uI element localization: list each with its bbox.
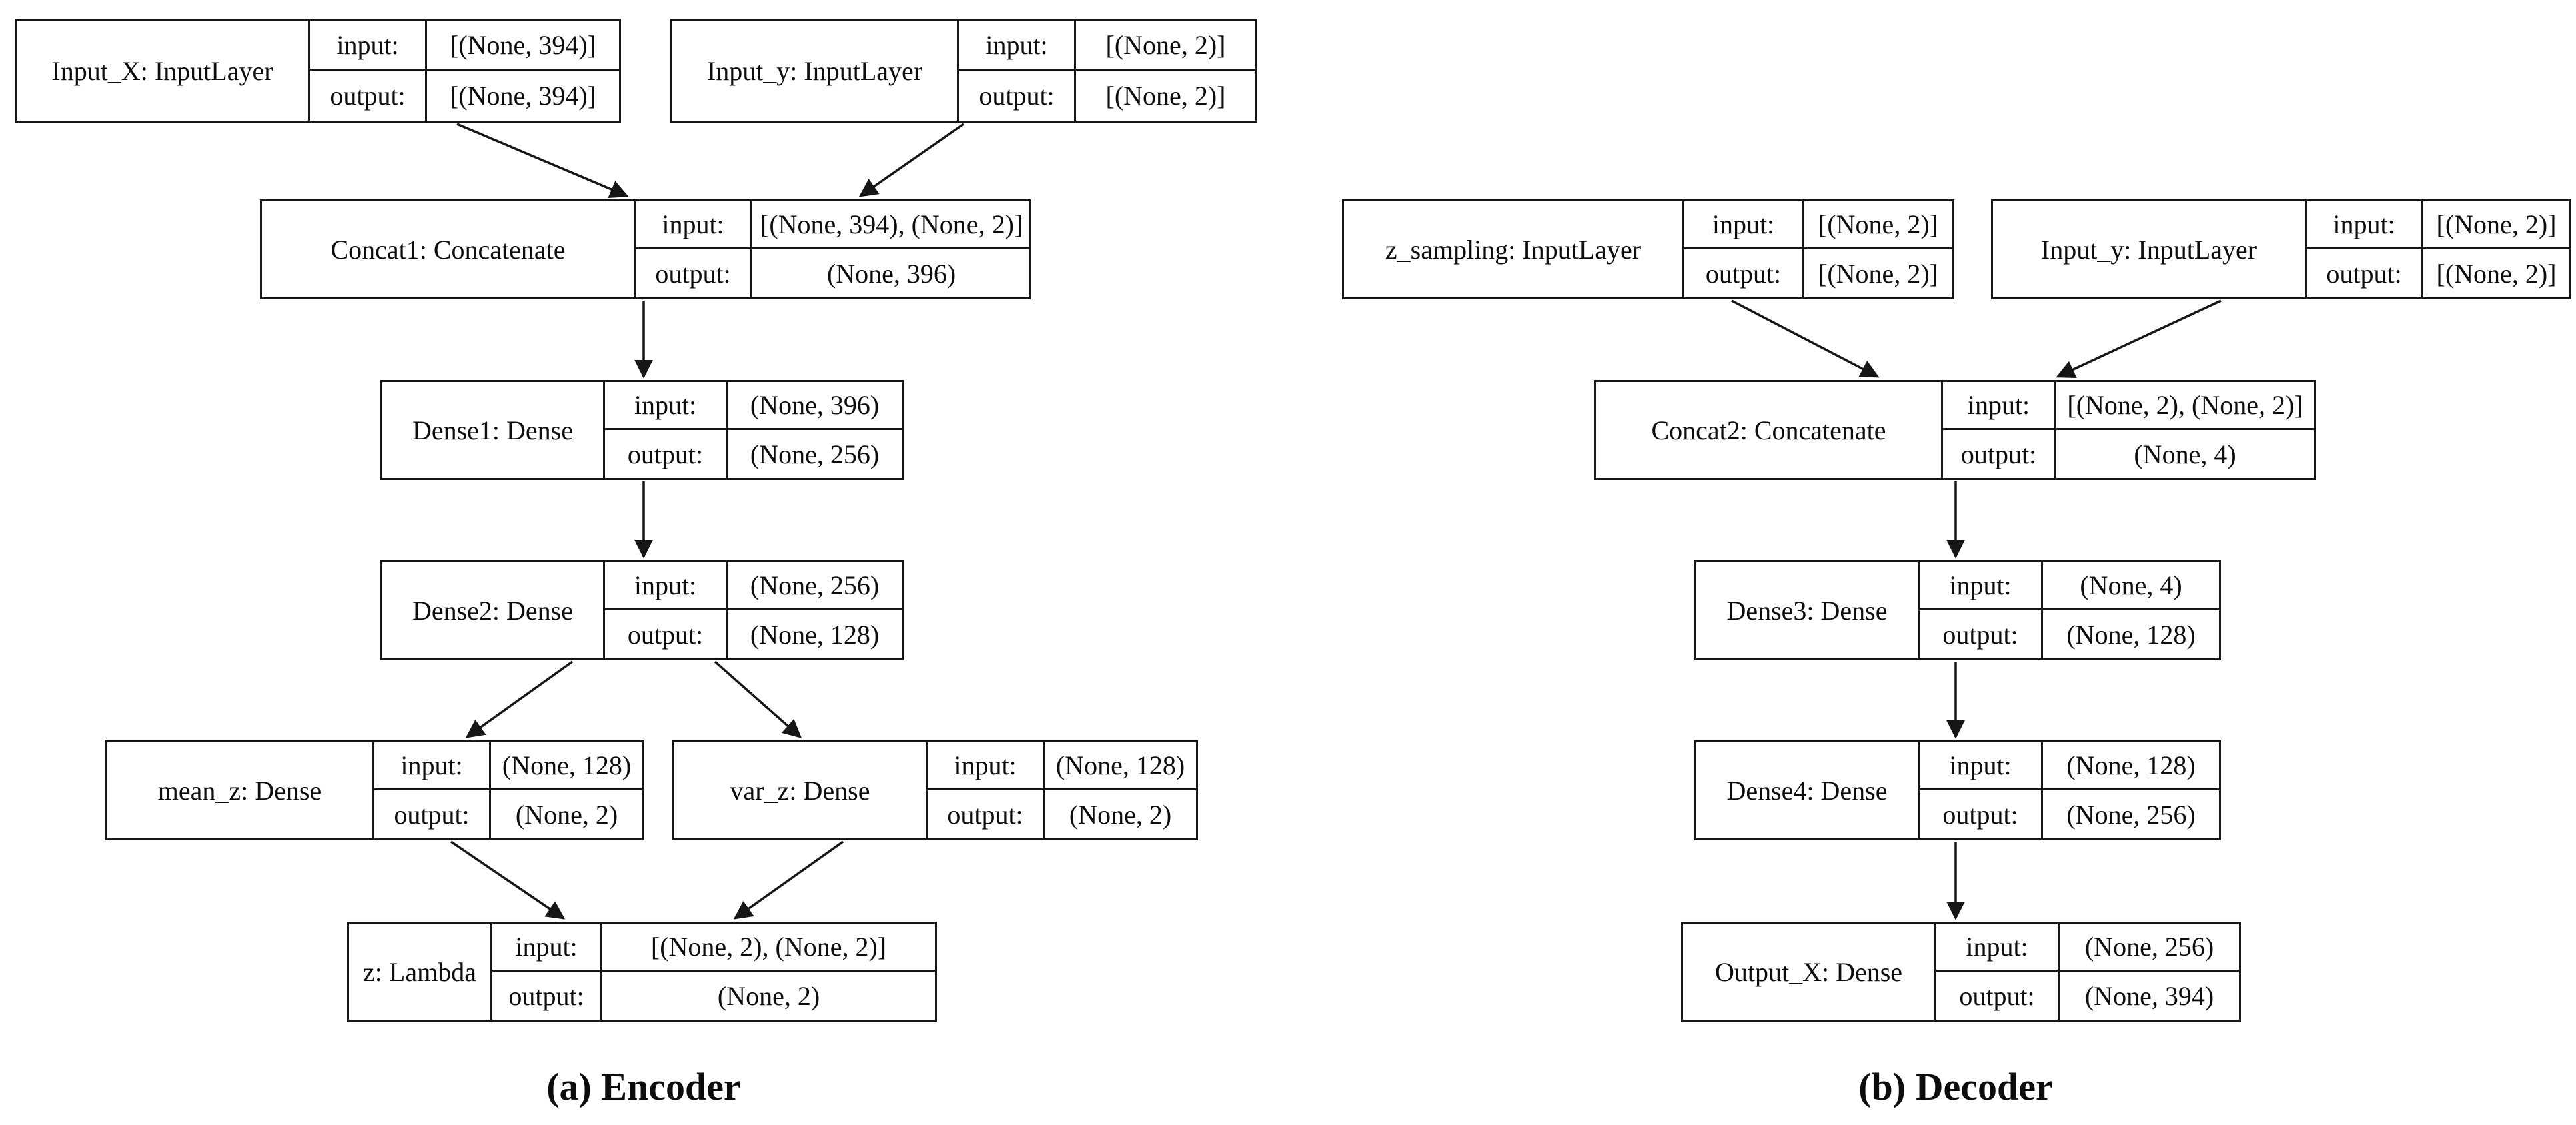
input-label: input: [928,742,1045,790]
input-shape: [(None, 2), (None, 2)] [2056,382,2314,430]
output-shape: [(None, 2)] [1818,258,1938,289]
output-label: output: [605,610,728,658]
output-label: output: [1943,430,2056,478]
layer-name: Dense4: Dense [1696,742,1920,838]
output-label: output: [1920,790,2043,838]
edge-inputy-concat1 [858,123,965,197]
input-label: input: [605,382,728,430]
output-label: output: [928,790,1045,838]
input-label: input: [1920,562,2043,610]
edge-inputx-concat1 [456,123,629,199]
layer-node-input-y-decoder: Input_y: InputLayer input: [(None, 2)] o… [1991,199,2571,299]
input-label: input: [374,742,491,790]
edge-zsampling-concat2 [1731,299,1880,378]
layer-name: z: Lambda [349,924,492,1020]
layer-node-input-y: Input_y: InputLayer input: [(None, 2)] o… [670,19,1257,123]
input-shape: [(None, 2)] [1804,201,1952,249]
layer-node-output-x: Output_X: Dense input: (None, 256) outpu… [1681,922,2241,1022]
input-shape: [(None, 394), (None, 2)] [752,201,1031,249]
output-label: output: [1684,249,1804,297]
input-shape: (None, 128) [491,742,642,790]
layer-name: Input_y: InputLayer [1993,201,2307,297]
output-shape: (None, 394) [2084,980,2214,1011]
layer-node-input-x: Input_X: InputLayer input: [(None, 394)]… [15,19,621,123]
output-shape: (None, 128) [2066,619,2196,650]
output-shape: [(None, 2)] [2436,258,2557,289]
input-label: input: [1920,742,2043,790]
layer-node-z-sampling: z_sampling: InputLayer input: [(None, 2)… [1342,199,1954,299]
input-label: input: [605,562,728,610]
output-shape: (None, 256) [2066,799,2196,830]
input-label: input: [959,21,1076,71]
encoder-caption: (a) Encoder [546,1065,741,1108]
edge-meanz-z [450,840,566,920]
input-label: input: [310,21,427,71]
output-shape: (None, 256) [750,439,880,469]
output-label: output: [2307,249,2423,297]
layer-name: Concat2: Concatenate [1596,382,1943,478]
output-label: output: [310,71,427,121]
output-shape: (None, 2) [1069,799,1172,830]
layer-node-dense3: Dense3: Dense input: (None, 4) output: (… [1694,560,2221,660]
output-label: output: [492,972,602,1020]
input-shape: (None, 256) [728,562,902,610]
input-shape: (None, 128) [2043,742,2219,790]
layer-node-concat2: Concat2: Concatenate input: [(None, 2), … [1594,380,2316,480]
edge-varz-z [733,840,844,920]
layer-name: Input_X: InputLayer [17,21,310,121]
input-shape: (None, 128) [1045,742,1196,790]
output-shape: (None, 128) [750,619,880,650]
layer-name: Dense1: Dense [382,382,605,478]
output-label: output: [605,430,728,478]
input-label: input: [492,924,602,972]
input-label: input: [2307,201,2423,249]
layer-name: z_sampling: InputLayer [1344,201,1684,297]
output-label: output: [1936,972,2060,1020]
output-label: output: [636,249,752,297]
layer-node-concat1: Concat1: Concatenate input: [(None, 394)… [260,199,1031,299]
layer-name: var_z: Dense [674,742,928,838]
input-shape: (None, 396) [728,382,902,430]
output-shape: [(None, 2)] [1105,81,1226,111]
layer-name: Input_y: InputLayer [672,21,959,121]
input-shape: [(None, 394)] [427,21,619,71]
edge-inputy2-concat2 [2056,299,2222,379]
input-shape: (None, 256) [2060,924,2239,972]
edge-dense2-meanz [465,660,574,738]
decoder-caption: (b) Decoder [1858,1065,2053,1108]
layer-node-dense4: Dense4: Dense input: (None, 128) output:… [1694,740,2221,840]
layer-node-z-lambda: z: Lambda input: [(None, 2), (None, 2)] … [347,922,937,1022]
layer-name: Output_X: Dense [1683,924,1936,1020]
output-shape: (None, 4) [2134,439,2236,469]
output-label: output: [374,790,491,838]
layer-name: Dense2: Dense [382,562,605,658]
output-shape: [(None, 394)] [450,81,596,111]
input-label: input: [1936,924,2060,972]
input-shape: [(None, 2)] [2423,201,2569,249]
input-label: input: [1684,201,1804,249]
layer-name: mean_z: Dense [107,742,374,838]
output-label: output: [959,71,1076,121]
input-shape: [(None, 2), (None, 2)] [602,924,935,972]
layer-name: Dense3: Dense [1696,562,1920,658]
layer-node-dense2: Dense2: Dense input: (None, 256) output:… [380,560,904,660]
layer-name: Concat1: Concatenate [262,201,636,297]
output-label: output: [1920,610,2043,658]
input-label: input: [636,201,752,249]
edge-dense2-varz [714,660,802,738]
layer-node-var-z: var_z: Dense input: (None, 128) output: … [672,740,1198,840]
layer-node-dense1: Dense1: Dense input: (None, 396) output:… [380,380,904,480]
output-shape: (None, 396) [826,258,956,289]
input-label: input: [1943,382,2056,430]
output-shape: (None, 2) [717,980,820,1011]
input-shape: (None, 4) [2043,562,2219,610]
layer-node-mean-z: mean_z: Dense input: (None, 128) output:… [105,740,644,840]
output-shape: (None, 2) [515,799,618,830]
input-shape: [(None, 2)] [1076,21,1255,71]
